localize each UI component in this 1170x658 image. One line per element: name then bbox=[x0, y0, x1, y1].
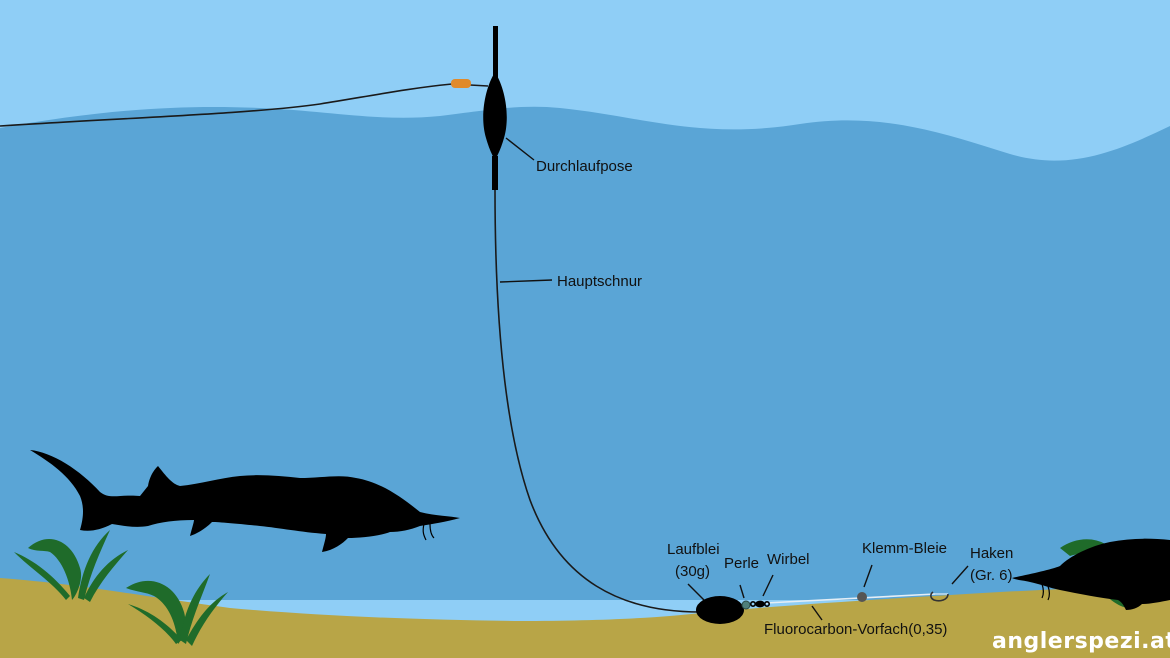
split-shot bbox=[857, 592, 867, 602]
label-hook-size: (Gr. 6) bbox=[970, 567, 1013, 584]
sturgeon-left-barbels bbox=[422, 523, 435, 541]
label-leader: Fluorocarbon-Vorfach(0,35) bbox=[764, 621, 947, 638]
lake-bottom bbox=[0, 578, 1170, 658]
sliding-float bbox=[483, 26, 507, 190]
hook-icon bbox=[930, 591, 949, 602]
bead bbox=[741, 600, 751, 610]
main-line bbox=[494, 189, 701, 613]
pointer-lines bbox=[499, 137, 969, 621]
water-plant-center bbox=[126, 574, 228, 646]
label-hook-name: Haken bbox=[970, 545, 1013, 562]
leader-line bbox=[765, 593, 936, 604]
watermark: anglerspezi.at bbox=[992, 629, 1170, 654]
label-sinker-name: Laufblei bbox=[667, 541, 720, 558]
sturgeon-left bbox=[30, 450, 460, 552]
main-line-to-rod bbox=[0, 83, 489, 127]
sturgeon-right-barbels bbox=[1041, 583, 1051, 601]
water-plant-left bbox=[14, 530, 128, 602]
float-stopper bbox=[451, 79, 471, 88]
label-float: Durchlaufpose bbox=[536, 158, 633, 175]
swivel bbox=[749, 600, 770, 608]
label-swivel: Wirbel bbox=[767, 551, 810, 568]
water bbox=[0, 106, 1170, 601]
sinker bbox=[696, 596, 744, 624]
label-main-line: Hauptschnur bbox=[557, 273, 642, 290]
label-bead: Perle bbox=[724, 555, 759, 572]
label-sinker-weight: (30g) bbox=[675, 563, 710, 580]
sturgeon-right bbox=[1012, 538, 1170, 610]
label-split-shots: Klemm-Bleie bbox=[862, 540, 947, 557]
